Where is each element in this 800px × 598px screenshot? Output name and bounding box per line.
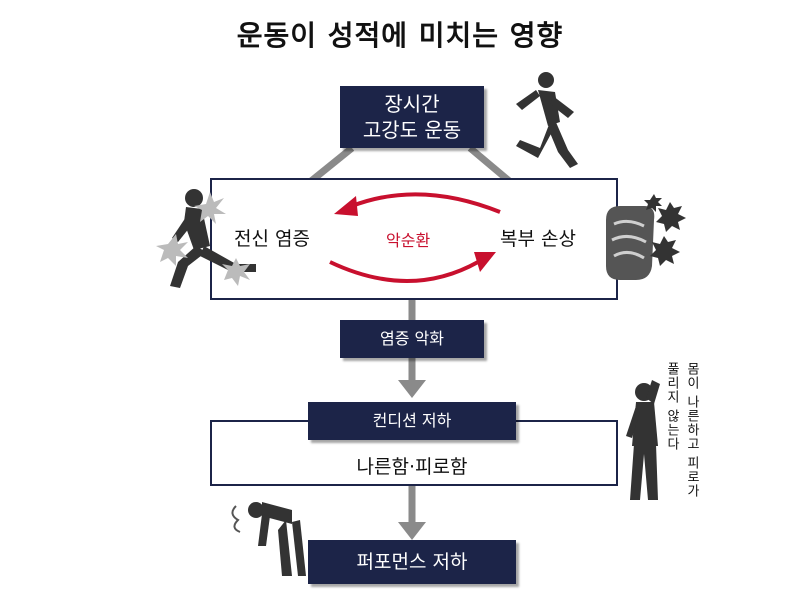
damaged-intestine-icon (606, 194, 686, 280)
prolonged-exercise-box: 장시간 고강도 운동 (340, 86, 484, 148)
tired-person-icon (626, 380, 660, 500)
exhausted-athlete-icon (231, 502, 306, 576)
systemic-inflammation-label: 전신 염증 (234, 228, 310, 250)
page-title: 운동이 성적에 미치는 영향 (236, 19, 564, 52)
inflamed-athlete-icon (156, 189, 256, 288)
fatigue-label: 나른함·피로함 (356, 456, 468, 478)
vicious-cycle-label: 악순환 (386, 231, 431, 250)
performance-decline-box: 퍼포먼스 저하 (308, 540, 516, 584)
abdominal-damage-label: 복부 손상 (500, 228, 576, 250)
prolonged-exercise-line2: 고강도 운동 (362, 118, 462, 142)
condition-decline-box: 컨디션 저하 (308, 402, 516, 440)
prolonged-exercise-line1: 장시간 (384, 92, 440, 116)
side-note-col1: 몸이 나른하고 피로가 (684, 362, 699, 499)
runner-icon (516, 72, 578, 168)
side-note-col2: 풀리지 않는다 (664, 362, 679, 452)
inflammation-worsening-box: 염증 악화 (340, 320, 484, 358)
